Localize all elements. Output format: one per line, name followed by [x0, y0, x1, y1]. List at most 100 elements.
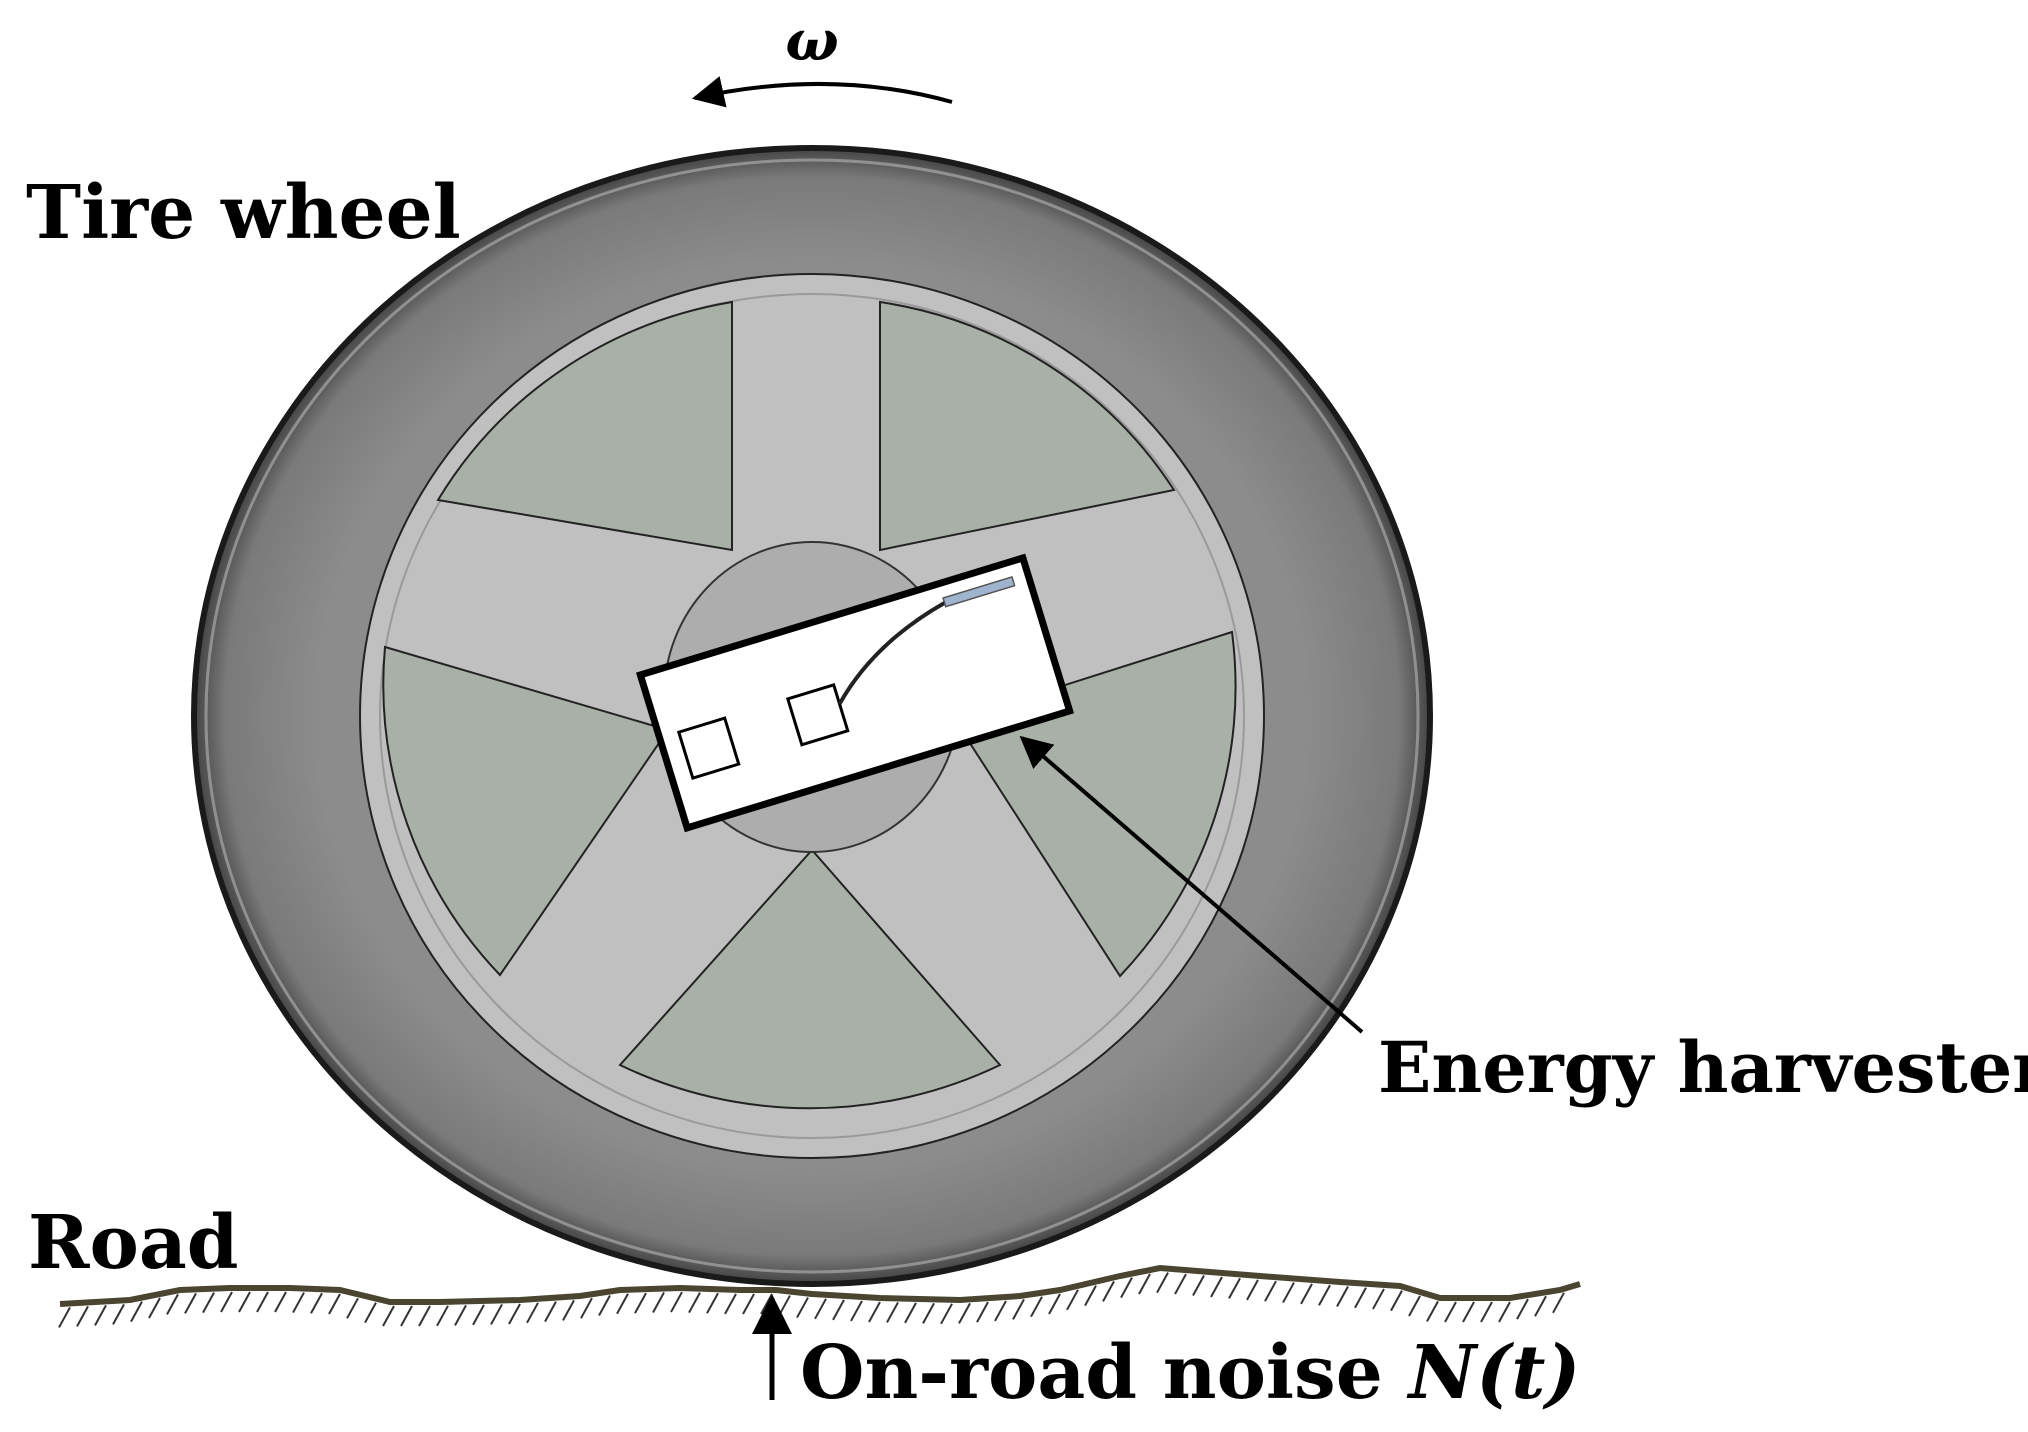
road-hatch-mark: [1210, 1276, 1223, 1298]
wheel-window: [618, 848, 1002, 1110]
road-hatch-mark: [634, 1292, 647, 1314]
road-label: Road: [28, 1200, 239, 1286]
road-hatch-mark: [940, 1303, 953, 1325]
road-hatch-mark: [670, 1291, 683, 1313]
wheel-window: [382, 645, 670, 977]
wheel-window: [879, 300, 1176, 552]
harvester-beam: [837, 601, 946, 705]
noise-label-text: On-road noise: [800, 1330, 1409, 1416]
road-hatch-mark: [1282, 1282, 1295, 1304]
road-hatch-mark: [274, 1291, 287, 1313]
road-hatch-mark: [1516, 1298, 1529, 1320]
road-hatch-mark: [1228, 1277, 1241, 1299]
harvester-mass-right: [785, 682, 850, 747]
road-hatch-mark: [724, 1293, 737, 1315]
road-hatch-mark: [256, 1291, 269, 1313]
road-hatch-mark: [886, 1301, 899, 1323]
road-hatch-mark: [1264, 1280, 1277, 1302]
road-surface: [59, 1264, 1581, 1307]
road-hatch-mark: [832, 1299, 845, 1321]
road-hatch-mark: [238, 1291, 251, 1313]
harvester-body: [635, 553, 1075, 833]
road-hatch-mark: [1408, 1295, 1421, 1317]
harvester-pointer: [1019, 735, 1364, 1034]
road-hatch-mark: [1318, 1284, 1331, 1306]
hub-ring: [379, 293, 1245, 1139]
road-hatch-mark: [616, 1293, 629, 1315]
road-hatch-mark: [1534, 1295, 1547, 1317]
road-hatch-mark: [1066, 1289, 1079, 1311]
road-hatch-mark: [994, 1300, 1007, 1322]
wheel-window: [436, 300, 733, 552]
tire-highlight: [204, 158, 1420, 1274]
road-hatch-mark: [814, 1298, 827, 1320]
energy-harvester-label: Energy harvester: [1378, 1026, 2028, 1109]
road-hatch-mark: [688, 1292, 701, 1314]
road-hatch-mark: [1480, 1301, 1493, 1323]
road-hatch-mark: [706, 1292, 719, 1314]
tire-wheel-label: Tire wheel: [26, 170, 461, 256]
road-hatch-mark: [310, 1292, 323, 1314]
road-hatch-mark: [652, 1292, 665, 1314]
road-hatch-mark: [580, 1297, 593, 1319]
road-hatch-mark: [436, 1305, 449, 1327]
road-hatch-mark: [58, 1306, 71, 1328]
road-hatch-mark: [922, 1302, 935, 1324]
road-hatch-mark: [346, 1297, 359, 1319]
noise-label: On-road noise N(t): [800, 1330, 1580, 1416]
rotation-arrow: [691, 76, 953, 108]
noise-symbol: N(t): [1407, 1330, 1581, 1416]
road-hatch-mark: [1552, 1292, 1565, 1314]
road-hatch-mark: [1192, 1275, 1205, 1297]
road-hatch-mark: [94, 1304, 107, 1326]
road-hatch-mark: [1174, 1273, 1187, 1295]
road-hatch-mark: [400, 1305, 413, 1327]
road-hatch-mark: [1462, 1301, 1475, 1323]
road-hatch-mark: [184, 1292, 197, 1314]
road-hatch-mark: [472, 1304, 485, 1326]
road-hatch-mark: [1102, 1280, 1115, 1302]
road-hatch-mark: [598, 1295, 611, 1316]
road-hatch-mark: [1030, 1296, 1043, 1318]
road-hatch-mark: [454, 1304, 467, 1326]
road-hatch-mark: [166, 1293, 179, 1315]
road-hatch-mark: [112, 1303, 125, 1325]
road-hatch-mark: [1012, 1298, 1025, 1320]
harvester-mass-left: [676, 716, 741, 780]
road-hatch-mark: [76, 1305, 89, 1327]
road-hatch-mark: [976, 1301, 989, 1323]
road-hatch-mark: [1156, 1272, 1169, 1294]
road-hatch-mark: [202, 1292, 215, 1314]
road-hatch-mark: [1120, 1277, 1133, 1299]
road-hatch-mark: [220, 1291, 233, 1313]
road-hatch-mark: [1354, 1287, 1367, 1309]
omega-label: ω: [785, 8, 838, 74]
road-hatch-mark: [364, 1302, 377, 1324]
road-hatching: [58, 1272, 1565, 1328]
road-hatch-mark: [562, 1299, 575, 1321]
road-hatch-mark: [328, 1293, 341, 1315]
road-hatch-mark: [292, 1292, 305, 1314]
road-hatch-mark: [1498, 1301, 1511, 1323]
road-hatch-mark: [1084, 1285, 1097, 1307]
road-hatch-mark: [490, 1303, 503, 1325]
road-hatch-mark: [1048, 1293, 1061, 1315]
road-hatch-mark: [1444, 1301, 1457, 1323]
road-hatch-mark: [544, 1301, 557, 1323]
road-hatch-mark: [508, 1303, 521, 1325]
road-hatch-mark: [526, 1302, 539, 1324]
road-hatch-mark: [148, 1297, 161, 1319]
road-hatch-mark: [1390, 1290, 1403, 1312]
road-hatch-mark: [958, 1302, 971, 1324]
road-hatch-mark: [1426, 1300, 1439, 1322]
energy-harvester: [635, 553, 1075, 833]
road-hatch-mark: [1300, 1283, 1313, 1305]
road-hatch-mark: [796, 1297, 809, 1319]
road-hatch-mark: [1372, 1288, 1385, 1310]
road-hatch-mark: [1336, 1286, 1349, 1308]
road-hatch-mark: [742, 1293, 755, 1315]
road-hatch-mark: [382, 1305, 395, 1327]
piezo-element: [942, 576, 1016, 608]
road-hatch-mark: [868, 1301, 881, 1323]
